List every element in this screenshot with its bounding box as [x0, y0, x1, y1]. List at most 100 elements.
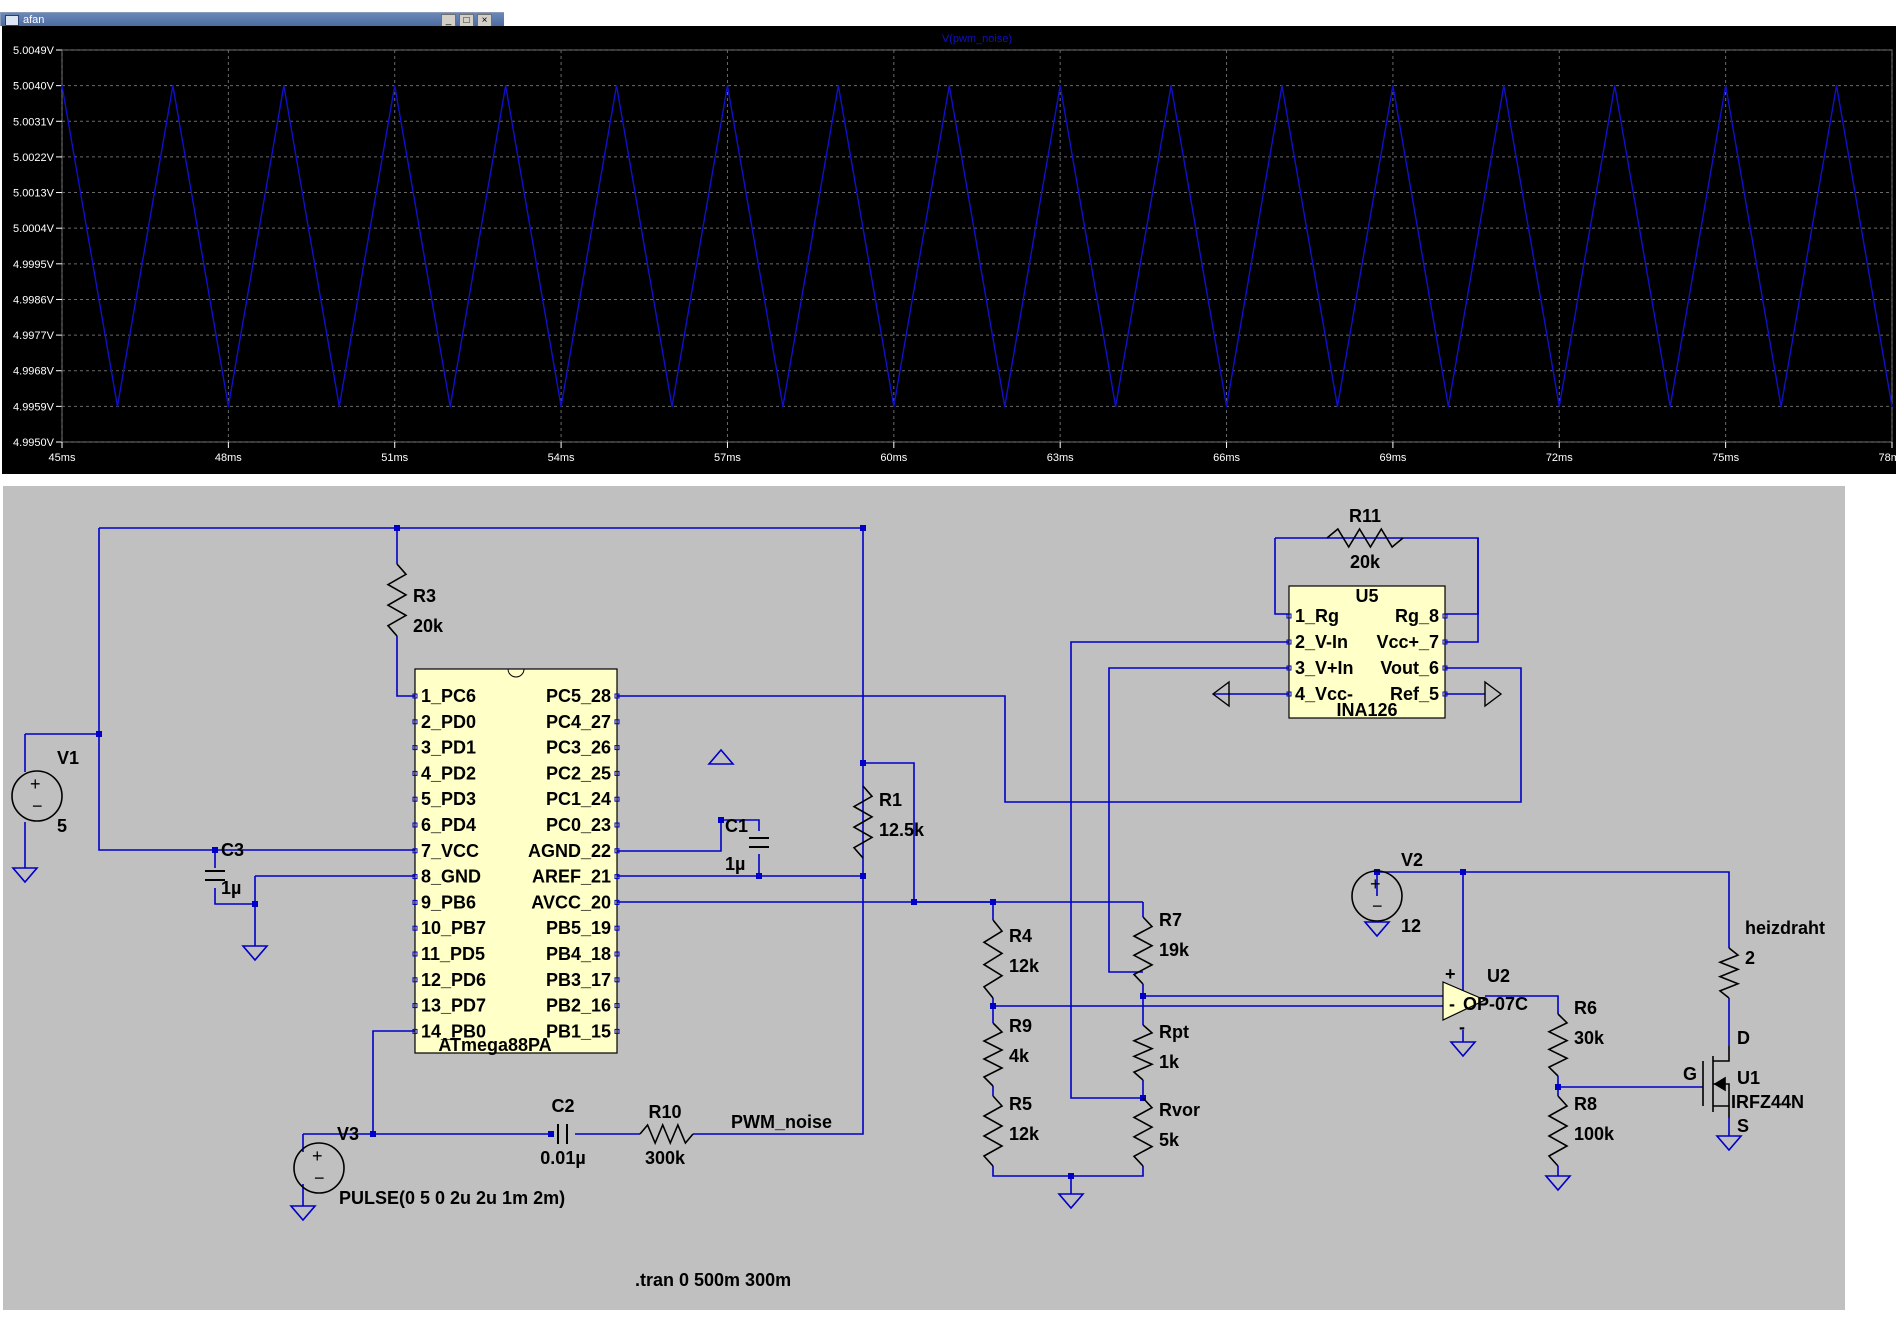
opamp-plus: +: [1445, 964, 1456, 984]
resistors: R320kR112.5kR412kR94kR512kR719kRpt1kRvor…: [386, 506, 1825, 1168]
pin-label: 5_PD3: [421, 789, 476, 809]
pin-marker: [614, 977, 620, 983]
x-tick-label: 75ms: [1712, 452, 1739, 464]
trace-point: [1724, 84, 1727, 87]
wires: [24, 527, 1730, 1206]
pin-marker: [412, 1028, 418, 1034]
resistor-body[interactable]: [982, 919, 1004, 999]
pin-label: 4_PD2: [421, 763, 476, 783]
resistor-ref: R10: [648, 1102, 681, 1122]
pin-label: Vcc+_7: [1376, 632, 1439, 652]
pin-label: PB5_19: [546, 918, 611, 938]
resistor-ref: Rvor: [1159, 1100, 1200, 1120]
pin-marker: [614, 899, 620, 905]
schematic-canvas[interactable]: ATmega88PA 1_PC62_PD03_PD14_PD25_PD36_PD…: [3, 486, 1845, 1310]
opamp-ref: U2: [1487, 966, 1510, 986]
pin-marker: [614, 719, 620, 725]
x-tick-label: 66ms: [1213, 452, 1240, 464]
resistor-body[interactable]: [1132, 916, 1154, 985]
trace-point: [782, 405, 784, 408]
y-tick-label: 5.0031V: [13, 116, 55, 128]
capacitor-c2[interactable]: C2 0.01µ: [540, 1096, 585, 1168]
pin-label: 8_GND: [421, 867, 481, 887]
resistor-body[interactable]: [1132, 1024, 1154, 1081]
resistor-ref: R11: [1349, 506, 1381, 526]
mosfet-d: D: [1737, 1028, 1750, 1048]
pin-label: 7_VCC: [421, 841, 479, 861]
trace-point: [837, 84, 840, 87]
x-tick-label: 48ms: [215, 452, 242, 464]
resistor-body[interactable]: [1717, 947, 1741, 999]
pin-label: PB3_17: [546, 970, 611, 990]
plot-window-titlebar[interactable]: afan _ □ ×: [0, 12, 506, 28]
trace-pwm-noise[interactable]: [61, 85, 1893, 407]
resistor-ref: R6: [1574, 998, 1597, 1018]
pin-label: 9_PB6: [421, 892, 476, 912]
pin-marker: [1286, 613, 1292, 619]
pin-label: 1_PC6: [421, 686, 476, 706]
resistor-ref: R7: [1159, 910, 1182, 930]
mosfet-s: S: [1737, 1116, 1749, 1136]
spice-directive[interactable]: .tran 0 500m 300m: [635, 1270, 791, 1290]
ina126-chip[interactable]: U5 INA126 1_Rg2_V-In3_V+In4_Vcc- Rg_8Vcc…: [1211, 585, 1503, 720]
source-v3[interactable]: + − V3 PULSE(0 5 0 2u 2u 1m 2m): [293, 1124, 565, 1208]
v3-value: PULSE(0 5 0 2u 2u 1m 2m): [339, 1188, 565, 1208]
pin-marker: [1286, 665, 1292, 671]
trace-point: [1613, 84, 1616, 87]
pin-label: Rg_8: [1395, 606, 1439, 626]
y-tick-label: 5.0013V: [13, 188, 55, 200]
x-tick-label: 45ms: [49, 452, 76, 464]
pin-label: AREF_21: [532, 867, 611, 887]
resistor-value: 20k: [1350, 552, 1381, 572]
opamp-op07c[interactable]: - + - U2 OP-07C: [1442, 964, 1528, 1037]
resistor-body[interactable]: [1547, 1095, 1569, 1167]
pin-marker: [412, 874, 418, 880]
waveform-plot[interactable]: V(pwm_noise)5.0049V5.0040V5.0031V5.0022V…: [0, 26, 1900, 478]
trace-point: [1225, 405, 1228, 408]
svg-text:+: +: [1370, 874, 1381, 894]
trace-point: [1891, 405, 1893, 408]
pin-marker: [614, 874, 620, 880]
resistor-value: 100k: [1574, 1124, 1615, 1144]
x-tick-label: 51ms: [381, 452, 408, 464]
svg-text:−: −: [1372, 896, 1383, 916]
pin-label: 1_Rg: [1295, 606, 1339, 626]
junctions: [96, 525, 1561, 1179]
source-v2[interactable]: + − V2 12: [1351, 850, 1423, 936]
svg-text:+: +: [30, 774, 41, 794]
mosfet-g: G: [1683, 1064, 1697, 1084]
x-tick-label: 57ms: [714, 452, 741, 464]
v1-ref: V1: [57, 748, 79, 768]
pin-marker: [1286, 639, 1292, 645]
capacitor-c1[interactable]: C1 1µ: [725, 816, 769, 874]
trace-point: [1835, 84, 1838, 87]
net-label-pwm-noise[interactable]: PWM_noise: [731, 1112, 832, 1132]
pin-marker: [412, 925, 418, 931]
x-tick-label: 63ms: [1047, 452, 1074, 464]
y-tick-label: 4.9968V: [13, 366, 55, 378]
resistor-body[interactable]: [1547, 1013, 1569, 1077]
pin-marker: [614, 693, 620, 699]
ina-ref: U5: [1355, 586, 1378, 606]
pin-label: 4_Vcc-: [1295, 684, 1353, 704]
mosfet-irfz44n[interactable]: D G U1 IRFZ44N S: [1683, 1028, 1804, 1136]
ina-left-pins: 1_Rg2_V-In3_V+In4_Vcc-: [1286, 606, 1354, 704]
capacitor-c3[interactable]: C3 1µ: [205, 840, 244, 898]
resistor-body[interactable]: [982, 1022, 1004, 1087]
resistor-body[interactable]: [386, 563, 408, 637]
x-tick-label: 72ms: [1546, 452, 1573, 464]
pin-label: 3_PD1: [421, 738, 476, 758]
source-v1[interactable]: + − V1 5: [11, 748, 79, 836]
resistor-body[interactable]: [982, 1095, 1004, 1167]
resistor-ref: R5: [1009, 1094, 1032, 1114]
pin-label: PC5_28: [546, 686, 611, 706]
resistor-body[interactable]: [1326, 527, 1404, 549]
resistor-body[interactable]: [639, 1122, 694, 1146]
resistor-body[interactable]: [1132, 1097, 1154, 1167]
trace-point: [948, 84, 951, 87]
atmega88pa-chip[interactable]: ATmega88PA 1_PC62_PD03_PD14_PD25_PD36_PD…: [412, 668, 620, 1055]
pin-label: 10_PB7: [421, 918, 486, 938]
resistor-body[interactable]: [852, 785, 874, 859]
